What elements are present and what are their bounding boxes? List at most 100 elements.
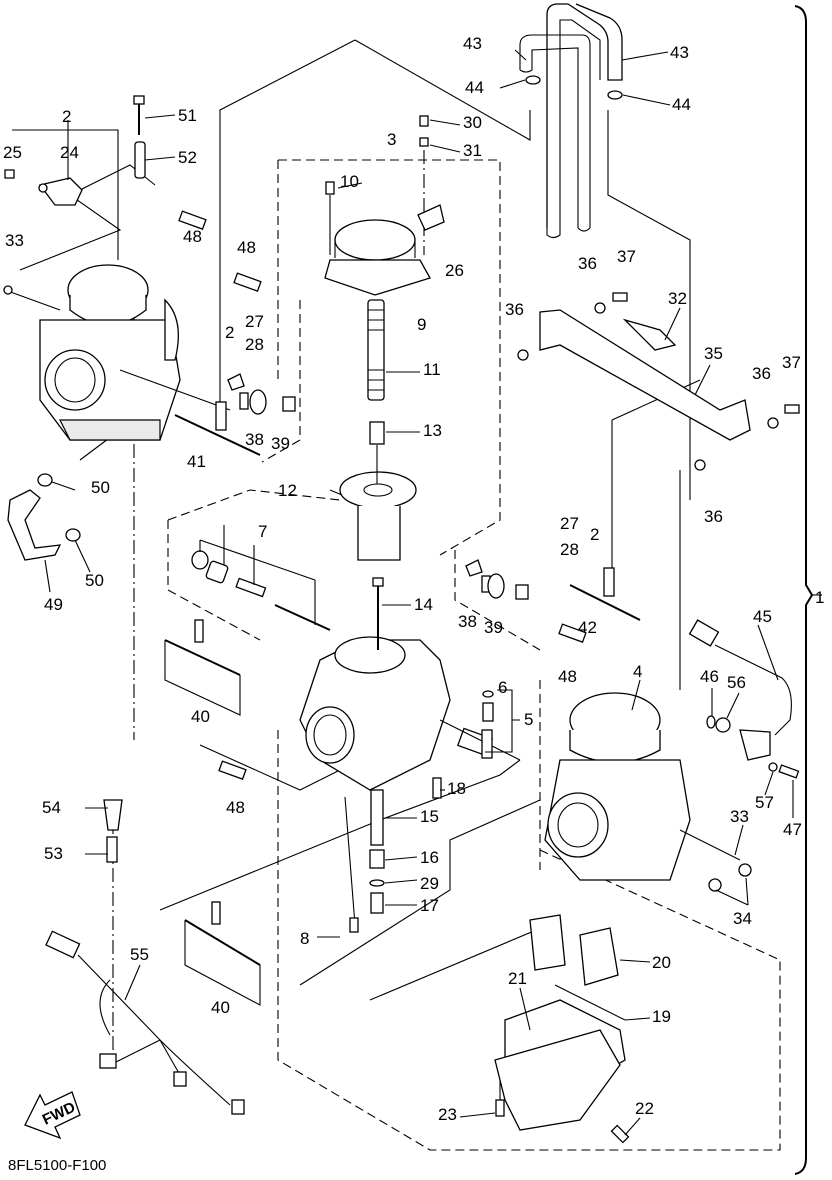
callout-48: 48 [558, 667, 577, 686]
callout-40: 40 [191, 707, 210, 726]
callout-12: 12 [278, 481, 297, 500]
callout-42: 42 [578, 618, 597, 637]
callout-47: 47 [783, 820, 802, 839]
callout-18: 18 [447, 779, 466, 798]
callout-28: 28 [560, 540, 579, 559]
callout-39: 39 [271, 434, 290, 453]
callout-36: 36 [505, 300, 524, 319]
wire-harness-55 [45, 930, 245, 1115]
diagram-reference-code: 8FL5100-F100 [8, 1157, 106, 1174]
callout-33: 33 [5, 231, 24, 250]
callout-30: 30 [463, 113, 482, 132]
diaphragm-cover-9 [324, 115, 445, 296]
callout-57: 57 [755, 793, 774, 812]
callout-2: 2 [590, 525, 599, 544]
callout-2: 2 [62, 107, 71, 126]
callout-15: 15 [420, 807, 439, 826]
callout-23: 23 [438, 1105, 457, 1124]
callout-29-visible: 29 [420, 874, 439, 893]
callout-9: 9 [417, 315, 426, 334]
callout-14: 14 [414, 595, 433, 614]
float-20 [529, 914, 626, 1021]
callout-3: 3 [387, 130, 396, 149]
carburetor-center [299, 577, 521, 791]
callout-5: 5 [524, 710, 533, 729]
callout-35: 35 [704, 344, 723, 363]
diaphragm-piston-12 [339, 445, 417, 561]
carburetor-left [3, 264, 231, 441]
callout-26: 26 [445, 261, 464, 280]
callout-31: 31 [463, 141, 482, 160]
callout-41: 41 [187, 452, 206, 471]
callout-4: 4 [633, 662, 642, 681]
callout-2: 2 [225, 323, 234, 342]
callout-33: 33 [730, 807, 749, 826]
callout-11: 11 [423, 360, 441, 379]
throttle-lever-24 [4, 169, 83, 206]
callout-39: 39 [484, 618, 503, 637]
pins-48 [178, 210, 587, 780]
callout-37: 37 [782, 353, 801, 372]
vent-hose-43 [519, 3, 623, 239]
carburetor-right [544, 692, 752, 892]
callout-50: 50 [91, 478, 110, 497]
pilot-screw-set-5 [481, 690, 494, 759]
throttle-stop-screw-51-52 [133, 95, 146, 179]
callout-54: 54 [42, 798, 61, 817]
callout-36: 36 [752, 364, 771, 383]
callout-labels: 1 2 2 2 3 4 5 6 7 8 9 10 11 12 13 14 15 … [3, 34, 824, 1124]
callout-10: 10 [340, 172, 359, 191]
springs-38-39 [227, 373, 529, 600]
callout-48: 48 [226, 798, 245, 817]
callout-6: 6 [498, 678, 507, 697]
callout-56: 56 [727, 673, 746, 692]
float-bowl-22 [494, 999, 630, 1144]
callout-43: 43 [463, 34, 482, 53]
callout-55: 55 [130, 945, 149, 964]
callout-27: 27 [245, 312, 264, 331]
callout-49: 49 [44, 595, 63, 614]
callout-13: 13 [423, 421, 442, 440]
sensor-53-54 [103, 799, 123, 863]
callout-38: 38 [458, 612, 477, 631]
callout-22: 22 [635, 1099, 654, 1118]
callout-36: 36 [704, 507, 723, 526]
assembly-bracket [794, 5, 822, 1175]
leader-lines [12, 49, 794, 1136]
callout-40: 40 [211, 998, 230, 1017]
callout-52: 52 [178, 148, 197, 167]
hose-49 [7, 473, 81, 561]
callout-24: 24 [60, 143, 79, 162]
group-outlines [19, 39, 781, 1151]
callout-16: 16 [420, 848, 439, 867]
callout-46: 46 [700, 667, 719, 686]
callout-48: 48 [183, 227, 202, 246]
callout-45: 45 [753, 607, 772, 626]
throttle-sensor-45 [688, 619, 800, 779]
callout-21: 21 [508, 969, 527, 988]
callout-53: 53 [44, 844, 63, 863]
callout-19: 19 [652, 1007, 671, 1026]
callout-28: 28 [245, 335, 264, 354]
callout-7: 7 [258, 522, 267, 541]
callout-38: 38 [245, 430, 264, 449]
clip-13 [369, 421, 385, 445]
callout-36: 36 [578, 254, 597, 273]
callout-51: 51 [178, 106, 197, 125]
callout-8: 8 [300, 929, 309, 948]
callout-25: 25 [3, 143, 22, 162]
joints-41-42 [174, 401, 641, 621]
callout-44: 44 [465, 78, 484, 97]
callout-20: 20 [652, 953, 671, 972]
callout-50: 50 [85, 571, 104, 590]
fwd-arrow-icon: FWD [24, 1091, 81, 1140]
callout-48: 48 [237, 238, 256, 257]
callout-32: 32 [668, 289, 687, 308]
linkage-plate-35 [517, 292, 800, 471]
jet-group-7 [191, 525, 331, 631]
callout-34: 34 [733, 909, 752, 928]
callout-27: 27 [560, 514, 579, 533]
callout-43: 43 [670, 43, 689, 62]
needle-jet-parts-15-18 [344, 777, 442, 933]
